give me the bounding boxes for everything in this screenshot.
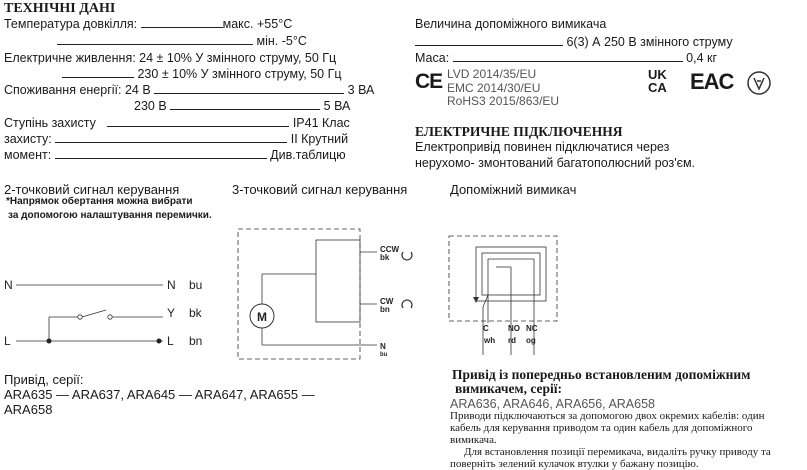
supply-230-row: 230 ± 10% У змінного струму, 50 Гц bbox=[62, 67, 342, 82]
aux-rating-value: 6(3) А 250 В змінного струму bbox=[566, 35, 733, 49]
fill-line bbox=[107, 116, 290, 127]
aux-mass-row: Маса: 0,4 кг bbox=[415, 51, 717, 66]
tech-title: ТЕХНІЧНІ ДАНІ bbox=[4, 1, 116, 16]
aux-drives-heading1: Привід із попередньо встановленим допомі… bbox=[452, 367, 751, 382]
eac-mark: EAC bbox=[690, 69, 734, 94]
aux-drives-paragraph: Приводи підключаються за допомогою двох … bbox=[450, 410, 771, 470]
aux-switch-diagram: C wh NO rd NC og bbox=[448, 235, 558, 355]
two-point-title: 2-точковий сигнал керування bbox=[4, 182, 180, 197]
aux-p2-line1: Для встановлення позиції перемикача, вид… bbox=[464, 446, 771, 458]
protection-value: IP41 Клас bbox=[292, 116, 350, 130]
certification-icon bbox=[747, 71, 771, 95]
protection-row: Ступінь захисту IP41 Клас bbox=[4, 116, 350, 131]
ce-mark: CE bbox=[415, 70, 443, 93]
protection2-label: захисту: bbox=[4, 132, 52, 146]
ambient-row: Температура довкілля: макс. +55°C bbox=[4, 17, 292, 32]
lvd-text: LVD 2014/35/EU bbox=[447, 67, 537, 81]
cw-label: CW bbox=[380, 297, 394, 306]
consumption-24: 3 ВА bbox=[347, 83, 375, 97]
n-wire: bu bbox=[380, 352, 388, 358]
terminal-l-left: L bbox=[4, 334, 11, 348]
fill-line bbox=[415, 35, 563, 46]
two-point-note1: *Напрямок обертання можна вибрати bbox=[6, 196, 193, 207]
no-label: NO bbox=[508, 324, 520, 333]
directives: LVD 2014/35/EU EMC 2014/30/EU RoHS3 2015… bbox=[447, 67, 560, 109]
aux-p1-line2: кабель для керування приводом та один ка… bbox=[450, 422, 753, 434]
wire-bu: bu bbox=[189, 278, 202, 292]
series-line2: ARA658 bbox=[4, 402, 53, 417]
nc-wire: og bbox=[526, 336, 536, 345]
fill-line bbox=[170, 99, 321, 110]
aux-rating-label: Величина допоміжного вимикача bbox=[415, 17, 607, 31]
terminal-l-right: L bbox=[167, 334, 174, 348]
rohs-text: RoHS3 2015/863/EU bbox=[447, 94, 560, 108]
c-wire: wh bbox=[483, 336, 495, 345]
motor-label: M bbox=[257, 310, 267, 324]
fill-line bbox=[140, 17, 223, 28]
aux-title: Допоміжний вимикач bbox=[450, 182, 577, 197]
electrical-title: ЕЛЕКТРИЧНЕ ПІДКЛЮЧЕННЯ bbox=[415, 124, 623, 139]
electrical-line2: нерухомо- змонтований багатополюсний роз… bbox=[415, 156, 696, 170]
electrical-line1: Електропривід повинен підключатися через bbox=[415, 140, 670, 154]
no-wire: rd bbox=[508, 336, 516, 345]
consumption-label: Споживання енергії: 24 В bbox=[4, 83, 151, 97]
protection2-row: захисту: II Крутний bbox=[4, 132, 348, 147]
ambient-label: Температура довкілля: bbox=[4, 17, 138, 31]
torque-row: момент: Див.таблицю bbox=[4, 148, 346, 163]
cw-arrow-icon bbox=[401, 299, 413, 309]
ccw-arrow-icon bbox=[401, 251, 413, 261]
torque-value: Див.таблицю bbox=[270, 148, 346, 162]
ukca-bottom: CA bbox=[648, 80, 667, 95]
terminal-n-right: N bbox=[167, 278, 176, 292]
three-point-title: 3-точковий сигнал керування bbox=[232, 182, 408, 197]
fill-line bbox=[452, 51, 683, 62]
two-point-note2: за допомогою налаштування перемички. bbox=[8, 210, 212, 221]
n-label: N bbox=[380, 342, 386, 351]
fill-line bbox=[154, 83, 345, 94]
aux-p1-line3: вимикача. bbox=[450, 434, 497, 446]
protection2-value: II Крутний bbox=[290, 132, 349, 146]
ukca-top: UK bbox=[648, 67, 667, 82]
aux-mass-value: 0,4 кг bbox=[686, 51, 718, 65]
aux-p1-line1: Приводи підключаються за допомогою двох … bbox=[450, 410, 765, 422]
ccw-wire: bk bbox=[380, 253, 390, 262]
protection-label: Ступінь захисту bbox=[4, 116, 96, 130]
two-point-diagram: N L N Y L bu bk bn bbox=[4, 278, 203, 348]
ambient-min: мін. -5°C bbox=[256, 34, 307, 48]
aux-drives-heading2: вимикачем, серії: bbox=[455, 381, 563, 396]
c-label: C bbox=[483, 324, 489, 333]
torque-label: момент: bbox=[4, 148, 52, 162]
three-point-diagram: M CCW bk CW bn N bu bbox=[237, 228, 413, 360]
cw-wire: bn bbox=[380, 305, 390, 314]
terminal-n-left: N bbox=[4, 278, 13, 292]
fill-line bbox=[57, 34, 253, 45]
series-heading: Привід, серії: bbox=[4, 372, 84, 387]
consumption-230-label: 230 В bbox=[134, 99, 167, 113]
aux-mass-label: Маса: bbox=[415, 51, 450, 65]
terminal-y-right: Y bbox=[167, 306, 175, 320]
ccw-label: CCW bbox=[380, 245, 400, 254]
wire-bk: bk bbox=[189, 306, 203, 320]
aux-p2-line2: поверніть зелений кулачок втулки у бажан… bbox=[450, 458, 699, 470]
emc-text: EMC 2014/30/EU bbox=[447, 80, 541, 95]
consumption-230-row: 230 В 5 ВА bbox=[134, 99, 350, 114]
ambient-min-row: мін. -5°C bbox=[57, 34, 307, 49]
supply-230: 230 ± 10% У змінного струму, 50 Гц bbox=[137, 67, 342, 81]
nc-label: NC bbox=[526, 324, 538, 333]
series-line1: ARA635 — ARA637, ARA645 — ARA647, ARA655… bbox=[4, 387, 315, 402]
fill-line bbox=[55, 132, 288, 143]
supply-label: Електричне живлення: 24 ± 10% У змінного… bbox=[4, 51, 337, 65]
wire-bn: bn bbox=[189, 334, 202, 348]
fill-line bbox=[62, 67, 134, 78]
consumption-row: Споживання енергії: 24 В 3 ВА bbox=[4, 83, 374, 98]
ukca-mark: UK CA bbox=[648, 68, 667, 94]
aux-drives-models: ARA636, ARA646, ARA656, ARA658 bbox=[450, 397, 655, 411]
consumption-230: 5 ВА bbox=[323, 99, 351, 113]
fill-line bbox=[54, 148, 267, 159]
ambient-max: макс. +55°C bbox=[222, 17, 293, 31]
aux-rating-row: 6(3) А 250 В змінного струму bbox=[415, 35, 733, 50]
